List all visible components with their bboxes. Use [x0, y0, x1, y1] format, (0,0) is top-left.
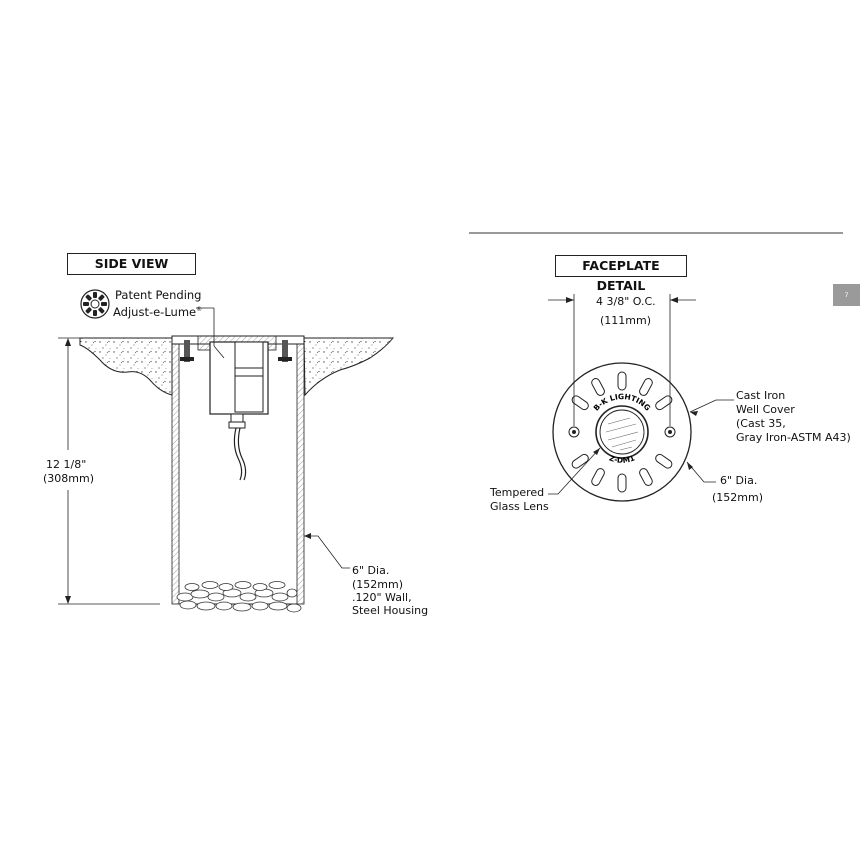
cover-slots — [571, 371, 673, 493]
housing-label-line1: 6" Dia. — [352, 564, 390, 577]
housing-label-line4: Steel Housing — [352, 604, 429, 617]
housing-label-line3: .120" Wall, — [352, 591, 412, 604]
cover-label-line4: Gray Iron-ASTM A43) — [736, 431, 851, 444]
cover-label-line1: Cast Iron — [736, 389, 786, 402]
side-view-drawing — [58, 307, 395, 613]
gravel — [176, 581, 302, 613]
concrete-right — [303, 337, 395, 397]
badge-label-line1: Patent Pending — [115, 288, 202, 302]
emboss-bottom-text: Z-DM1 — [608, 453, 636, 465]
lens-label-line2: Glass Lens — [490, 500, 549, 513]
faceplate-detail-title: FACEPLATE DETAIL — [555, 255, 687, 293]
adjust-e-lume-badge-icon — [80, 289, 110, 319]
height-dim-mm: (308mm) — [43, 472, 95, 485]
page-number: 7 — [844, 291, 849, 299]
dia-label: 6" Dia. — [720, 474, 758, 487]
concrete-left — [79, 337, 173, 396]
cover-label-line2: Well Cover — [736, 403, 795, 416]
housing-label-line2: (152mm) — [352, 578, 404, 591]
dia-mm: (152mm) — [712, 491, 764, 504]
side-view-title: SIDE VIEW — [67, 253, 196, 275]
oc-dim-mm: (111mm) — [600, 314, 652, 327]
height-dim-inches: 12 1/8" — [46, 458, 87, 471]
lens-label-line1: Tempered — [490, 486, 545, 499]
badge-label-line2: Adjust-e-Lume® — [113, 304, 203, 319]
faceplate-drawing: B-K LIGHTING Z-DM1 — [548, 294, 734, 502]
cover-label-line3: (Cast 35, — [736, 417, 786, 430]
oc-dim-label: 4 3/8" O.C. — [596, 295, 656, 308]
page-number-tab[interactable]: 7 — [833, 284, 860, 306]
